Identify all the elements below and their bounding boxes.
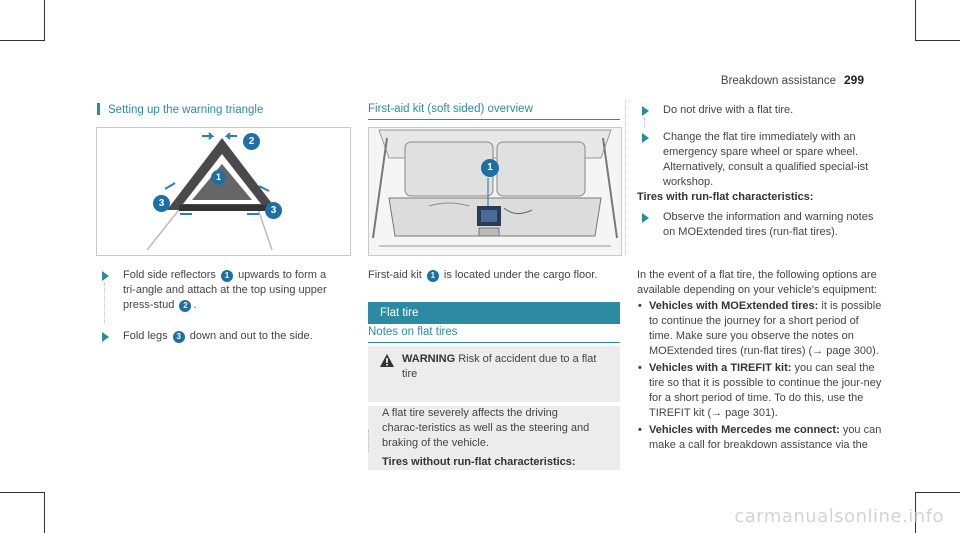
column-divider	[368, 430, 369, 452]
callout-1: 1	[481, 159, 499, 177]
step-arrow-icon	[642, 106, 649, 116]
warning-triangle-icon	[380, 354, 394, 367]
warning-label: WARNING	[402, 353, 456, 365]
options-list: • Vehicles with MOExtended tires: it is …	[637, 299, 882, 455]
crop-mark	[916, 492, 960, 493]
step-arrow-icon	[642, 213, 649, 223]
crop-mark	[0, 492, 44, 493]
cargo-area-illustration	[369, 128, 621, 255]
bullet-icon: •	[638, 362, 642, 374]
warning-triangle-figure: 1 2 3 3	[96, 127, 351, 256]
crop-mark	[916, 40, 960, 41]
header-title: Breakdown assistance	[720, 75, 836, 87]
warning-box-bottom	[368, 450, 620, 456]
step-item: Fold side reflectors 1 upwards to form a…	[97, 268, 352, 323]
step-line	[104, 283, 105, 323]
without-runflat-heading: Tires without run-flat characteristics:	[382, 456, 576, 468]
inline-callout-3: 3	[172, 331, 185, 343]
step-item: Change the flat tire immediately with an…	[637, 130, 877, 190]
bullet-icon: •	[638, 424, 642, 436]
list-item: • Vehicles with a TIREFIT kit: you can s…	[638, 362, 882, 419]
callout-1: 1	[211, 170, 226, 185]
bullet-icon: •	[638, 300, 642, 312]
list-item: • Vehicles with Mercedes me connect: you…	[638, 424, 882, 451]
warning-body: A flat tire severely affects the driving…	[368, 406, 620, 470]
step-arrow-icon	[102, 332, 109, 342]
flat-tire-steps: Do not drive with a flat tire. Change th…	[637, 103, 877, 202]
section-banner-flat-tire: Flat tire	[368, 302, 620, 324]
subsection-title-notes: Notes on flat tires	[368, 326, 458, 338]
crop-mark	[915, 492, 916, 533]
options-intro: In the event of a flat tire, the followi…	[637, 269, 877, 296]
cargo-area-figure: 1	[368, 127, 622, 256]
subtitle-rule	[368, 342, 620, 343]
step-item: Observe the information and warning note…	[637, 210, 877, 240]
warning-box: WARNING Risk of accident due to a flat t…	[368, 346, 620, 402]
watermark: carmanualsonline.info	[734, 506, 944, 527]
crop-mark	[44, 492, 45, 533]
crop-mark	[44, 0, 45, 41]
runflat-heading: Tires with run-flat characteristics:	[637, 191, 814, 203]
warning-heading: WARNING Risk of accident due to a flat t…	[402, 352, 612, 382]
title-bar	[97, 103, 100, 115]
inline-callout-2: 2	[179, 300, 192, 312]
step-arrow-icon	[102, 271, 109, 281]
crop-mark	[915, 0, 916, 41]
step-arrow-icon	[642, 133, 649, 143]
title-rule	[368, 119, 620, 120]
step-item: Fold legs 3 down and out to the side.	[97, 329, 352, 344]
section-title-firstaid: First-aid kit (soft sided) overview	[368, 103, 533, 115]
callout-3-right: 3	[265, 202, 282, 219]
runflat-steps: Observe the information and warning note…	[637, 210, 877, 252]
warning-body-text: A flat tire severely affects the driving…	[382, 407, 590, 449]
list-item: • Vehicles with MOExtended tires: it is …	[638, 300, 882, 357]
triangle-steps: Fold side reflectors 1 upwards to form a…	[97, 268, 352, 356]
inline-callout-1: 1	[221, 270, 233, 282]
firstaid-caption: First-aid kit 1 is located under the car…	[368, 269, 598, 282]
warning-triangle-illustration	[146, 132, 277, 251]
section-title-triangle: Setting up the warning triangle	[97, 103, 263, 116]
page-number: 299	[843, 73, 864, 87]
crop-mark	[0, 40, 44, 41]
step-line	[644, 118, 645, 128]
callout-3-left: 3	[153, 195, 170, 212]
inline-callout-1: 1	[426, 270, 439, 282]
page-header: Breakdown assistance 299	[721, 73, 864, 87]
column-divider	[625, 100, 626, 255]
warning-text: Risk of accident due to a flat tire	[402, 353, 597, 380]
step-item: Do not drive with a flat tire.	[637, 103, 877, 128]
callout-2: 2	[243, 133, 260, 150]
